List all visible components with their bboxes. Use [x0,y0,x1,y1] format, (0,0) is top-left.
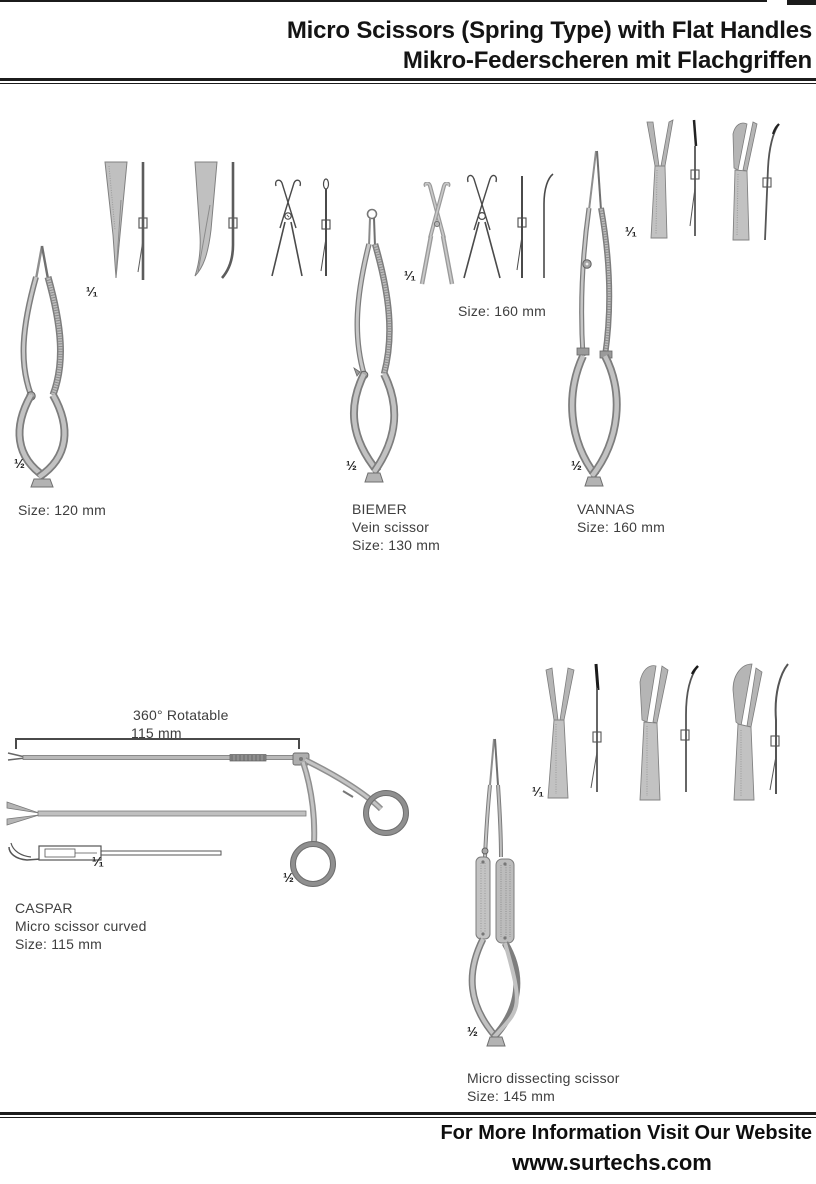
scissor-tip-details-vannas-illustration [646,119,780,241]
scale-label-instrument-6: ½ [467,1024,478,1039]
crossed-scissor-diagram-curved-illustration [463,173,554,279]
scale-label-tip-5: ¹⁄₁ [92,854,104,869]
product-size: Size: 130 mm [352,537,440,553]
scale-label-tip-1: ¹⁄₁ [86,284,98,299]
measurement-bracket [15,738,300,749]
product-name: CASPAR [15,900,73,916]
micro-dissecting-scissor-illustration [468,738,521,1047]
biemer-vein-scissor-illustration [350,208,399,483]
scale-label-tip-6: ¹⁄₁ [532,784,544,799]
product-label-2: BIEMER Vein scissor Size: 130 mm [352,500,440,554]
product-size: Size: 145 mm [467,1088,555,1104]
scale-label-instrument-5: ½ [283,870,294,885]
product-name: VANNAS [577,501,635,517]
product-size: Size: 115 mm [15,936,102,952]
product-label-5: CASPAR Micro scissor curved Size: 115 mm [15,899,147,953]
caspar-rotatable-annotation: 360° Rotatable [133,707,229,723]
product-size: Size: 120 mm [18,502,106,518]
crossed-scissor-shaded-illustration [419,182,455,285]
crossed-scissor-diagram-illustration [271,178,331,277]
footer-website: www.surtechs.com [512,1150,712,1175]
footer-rule [0,1112,816,1118]
footer: For More Information Visit Our Website w… [412,1122,812,1176]
scale-label-instrument-2: ½ [346,458,357,473]
scale-label-instrument-4: ½ [571,458,582,473]
product-label-1: Size: 120 mm [18,501,106,519]
scissor-tip-details-straight-illustration [104,161,238,280]
top-corner-mark [787,0,816,5]
page-title-german: Mikro-Federscheren mit Flachgriffen [402,47,812,74]
product-label-6: Micro dissecting scissor Size: 145 mm [467,1069,620,1105]
product-size: Size: 160 mm [458,303,546,319]
header-rule [0,78,816,84]
product-description: Vein scissor [352,519,430,535]
scale-label-instrument-1: ½ [14,456,25,471]
page-title-english: Micro Scissors (Spring Type) with Flat H… [286,17,812,44]
product-label-4: VANNAS Size: 160 mm [577,500,665,536]
spring-scissor-straight-illustration [15,245,69,488]
caspar-micro-scissor-illustration [6,752,409,887]
top-border-line [0,0,767,2]
page-title: Micro Scissors (Spring Type) with Flat H… [287,16,812,76]
vannas-scissor-illustration [568,150,621,487]
scissor-tip-details-dissecting-illustration [545,663,789,801]
scale-label-tip-4: ¹⁄₁ [625,224,637,239]
product-description: Micro scissor curved [15,918,147,934]
scale-label-tip-3: ¹⁄₁ [404,268,416,283]
product-name: BIEMER [352,501,407,517]
product-label-3: Size: 160 mm [458,302,546,320]
footer-message: For More Information Visit Our Website [440,1122,812,1144]
caspar-shaft-length-annotation: 115 mm [131,725,182,741]
product-size: Size: 160 mm [577,519,665,535]
product-description: Micro dissecting scissor [467,1070,620,1086]
